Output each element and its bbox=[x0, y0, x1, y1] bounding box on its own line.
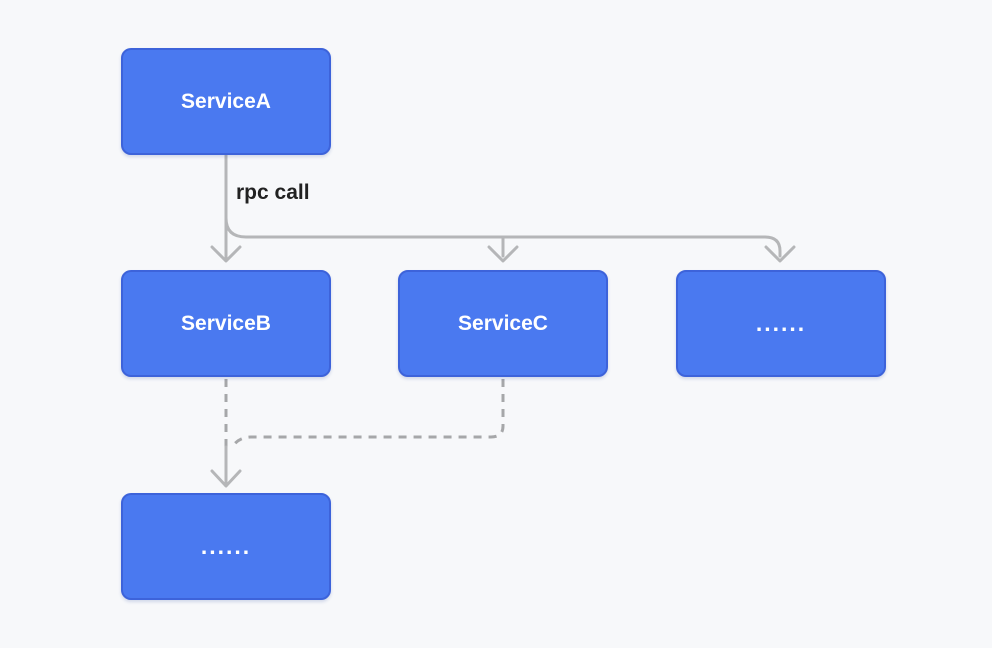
arrowhead-more-mid bbox=[764, 245, 796, 263]
node-more-mid: ...... bbox=[676, 270, 886, 377]
edge-label-rpc-call: rpc call bbox=[236, 181, 310, 204]
node-more-bottom-label: ...... bbox=[200, 533, 252, 559]
node-service-a: ServiceA bbox=[121, 48, 331, 155]
node-service-b: ServiceB bbox=[121, 270, 331, 377]
node-more-mid-label: ...... bbox=[755, 310, 807, 336]
node-more-bottom: ...... bbox=[121, 493, 331, 600]
arrowhead-c bbox=[487, 245, 519, 263]
edge-c-dashed bbox=[230, 379, 505, 448]
node-service-a-label: ServiceA bbox=[181, 89, 271, 113]
arrowhead-more-bottom bbox=[210, 469, 242, 488]
node-service-c-label: ServiceC bbox=[458, 311, 548, 335]
node-service-c: ServiceC bbox=[398, 270, 608, 377]
node-service-b-label: ServiceB bbox=[181, 311, 271, 335]
arrowhead-b bbox=[210, 245, 242, 263]
edge-a-branch bbox=[224, 216, 782, 258]
